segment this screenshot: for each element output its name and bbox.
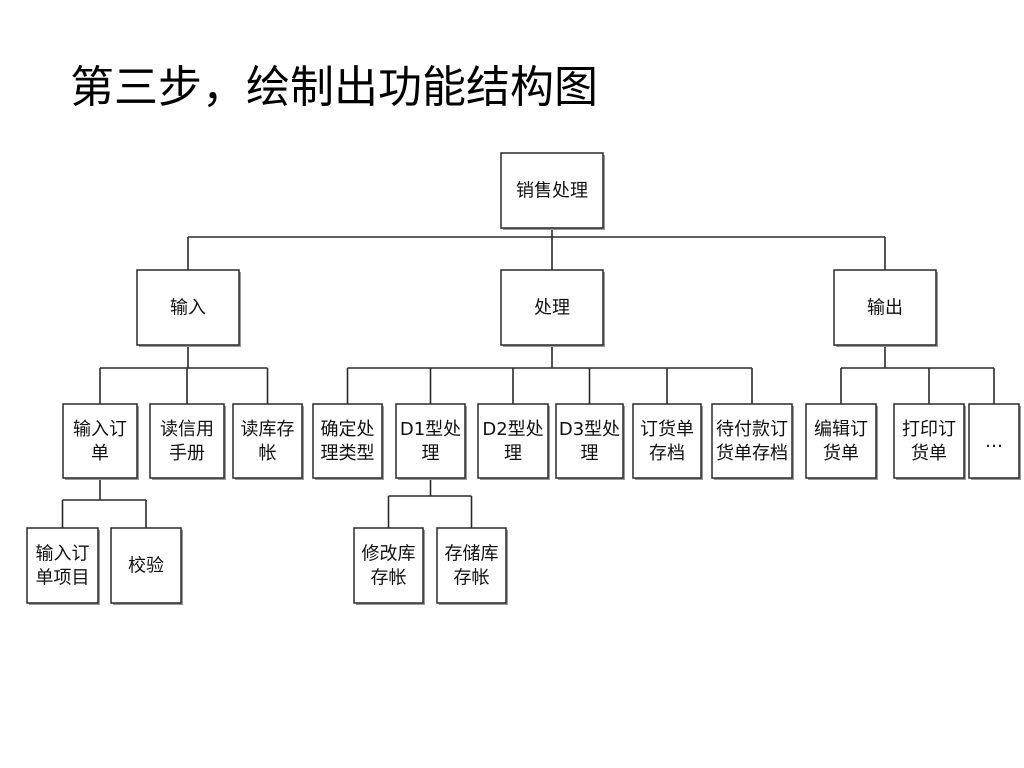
node-d1-child-label: 存储库 [445,544,499,565]
node-input-child-border [232,403,303,479]
node-process-child-label: 理 [422,443,440,464]
node-input-child-label: 输入订 [73,419,127,440]
node-level1-border [833,269,937,346]
node-input-order-child-label: 单项目 [36,568,90,589]
node-input-order-child-border [26,527,99,604]
node-output-child-label: … [985,431,1003,452]
node-process-child-border [555,403,624,479]
node-process-child-label: 理类型 [321,443,375,464]
node-d1-child-label: 存帐 [371,568,407,589]
node-process-child-label: 待付款订 [716,419,788,440]
node-process-child-label: 理 [581,443,599,464]
node-output-child: … [968,403,1021,480]
node-d1-child-label: 存帐 [454,568,490,589]
node-level1: 处理 [500,269,605,347]
node-input-order-child: 校验 [110,527,183,605]
node-root: 销售处理 [500,152,605,230]
node-process-child-label: 货单存档 [716,443,788,464]
node-process-child-label: 订货单 [640,419,694,440]
connector-lines [61,228,995,528]
node-level1-label: 输出 [867,298,903,319]
node-input-child-label: 单 [91,443,109,464]
node-process-child-label: D3型处 [559,419,620,440]
node-output-child-label: 货单 [823,443,859,464]
node-output-child-label: 打印订 [902,419,956,440]
node-level1-label: 处理 [534,298,570,319]
node-process-child-label: D2型处 [482,419,543,440]
node-level1-border [500,269,604,346]
node-output-child-border [968,403,1020,479]
node-input-order-child-label: 校验 [128,556,164,577]
node-process-child-border [711,403,793,479]
node-d1-child-border [353,527,424,604]
node-output-child-label: 货单 [911,443,947,464]
node-input-child-border [149,403,225,479]
node-d1-child-label: 修改库 [362,544,416,565]
node-process-child-border [632,403,702,479]
node-process-child-label: 存档 [649,443,685,464]
node-process-child-border [312,403,383,479]
node-d1-child-border [436,527,507,604]
node-process-child-border [395,403,466,479]
node-output-child-label: 编辑订 [814,419,868,440]
node-input-order-child-border [110,527,182,604]
node-input-order-child-label: 输入订 [36,544,90,565]
node-input-child-label: 帐 [259,443,277,464]
node-process-child-border [477,403,549,479]
node-output-child-border [805,403,877,479]
node-input-child-label: 读信用 [160,419,214,440]
node-process-child-label: 理 [504,443,522,464]
node-level1: 输入 [136,269,241,347]
node-root-border [500,152,604,229]
node-boxes: 销售处理输入处理输出输入订单读信用手册读库存帐输入订单项目校验确定处理类型D1型… [26,152,1021,605]
node-output-child-border [893,403,965,479]
node-level1-border [136,269,240,346]
node-level1: 输出 [833,269,938,347]
node-input-child-border [62,403,138,479]
node-input-child-label: 手册 [169,443,205,464]
node-process-child-label: 确定处 [321,419,375,440]
node-root-label: 销售处理 [516,181,588,202]
node-input-child-label: 读库存 [241,419,295,440]
node-level1-label: 输入 [170,298,206,319]
page-title: 第三步，绘制出功能结构图 [70,62,598,113]
node-process-child-label: D1型处 [400,419,461,440]
